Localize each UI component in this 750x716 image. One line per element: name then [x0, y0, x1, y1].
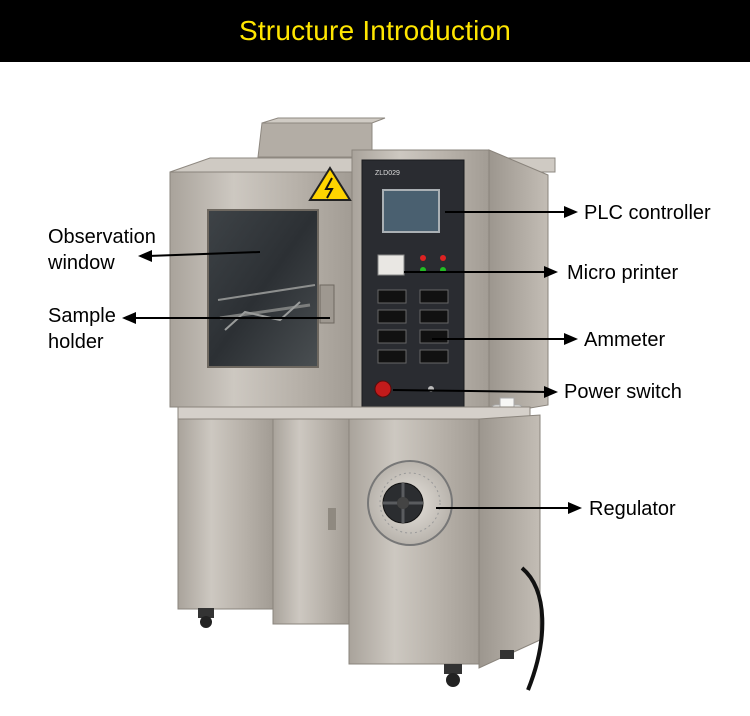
title-banner: Structure Introduction — [0, 0, 750, 62]
power-switch-button[interactable] — [374, 380, 392, 398]
control-panel: ZLD029 — [361, 159, 465, 413]
micro-printer-slot[interactable] — [377, 254, 405, 276]
observation-window — [207, 209, 335, 368]
regulator-dial[interactable] — [367, 460, 453, 546]
indicator-lamp-icon — [420, 255, 426, 261]
label-power-switch: Power switch — [564, 381, 682, 403]
lower-cabinet — [177, 406, 541, 669]
label-micro-printer: Micro printer — [567, 262, 679, 284]
top-exhaust-box — [257, 117, 386, 158]
power-cable — [520, 566, 545, 691]
indicator-lamp-icon — [440, 255, 446, 261]
tester-illustration: ZLD029 — [122, 117, 582, 691]
plc-screen[interactable] — [382, 189, 440, 233]
product-photo: ZLD029 — [0, 62, 750, 711]
door-handle[interactable] — [328, 508, 336, 530]
ammeter-array — [377, 289, 449, 364]
high-voltage-warning-icon — [308, 166, 352, 201]
caster-wheels — [198, 608, 514, 687]
label-ammeter: Ammeter — [584, 329, 666, 351]
label-observation-window: Observation window — [48, 226, 156, 274]
label-plc-controller: PLC controller — [584, 202, 711, 224]
label-regulator: Regulator — [589, 498, 676, 520]
page-title: Structure Introduction — [238, 15, 512, 46]
panel-model-text: ZLD029 — [375, 170, 400, 177]
callout-arrows — [122, 206, 582, 514]
label-sample-holder: Sample holder — [48, 305, 116, 353]
